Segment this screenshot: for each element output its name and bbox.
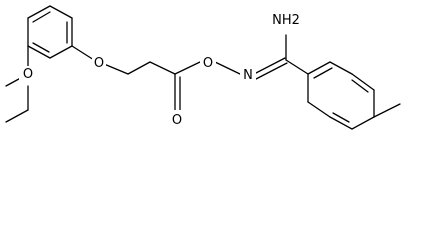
methoxy-oxygen-label: O: [23, 67, 33, 82]
carbonyl-oxygen-label: O: [172, 113, 182, 128]
amine-label: NH2: [272, 13, 300, 28]
ether-oxygen-label: O: [94, 56, 104, 71]
amidoxime-group: [214, 34, 309, 80]
tolyl-ring: [307, 61, 401, 130]
atom-labels: O O O O N NH2: [19, 8, 300, 128]
imine-nitrogen-label: N: [243, 68, 253, 83]
methoxy-group: [5, 45, 29, 123]
oxime-oxygen-label: O: [203, 56, 213, 71]
methoxyphenyl-ring: [27, 5, 73, 59]
chemical-structure: O O O O N NH2: [5, 5, 401, 130]
ester-linker: [71, 45, 201, 111]
